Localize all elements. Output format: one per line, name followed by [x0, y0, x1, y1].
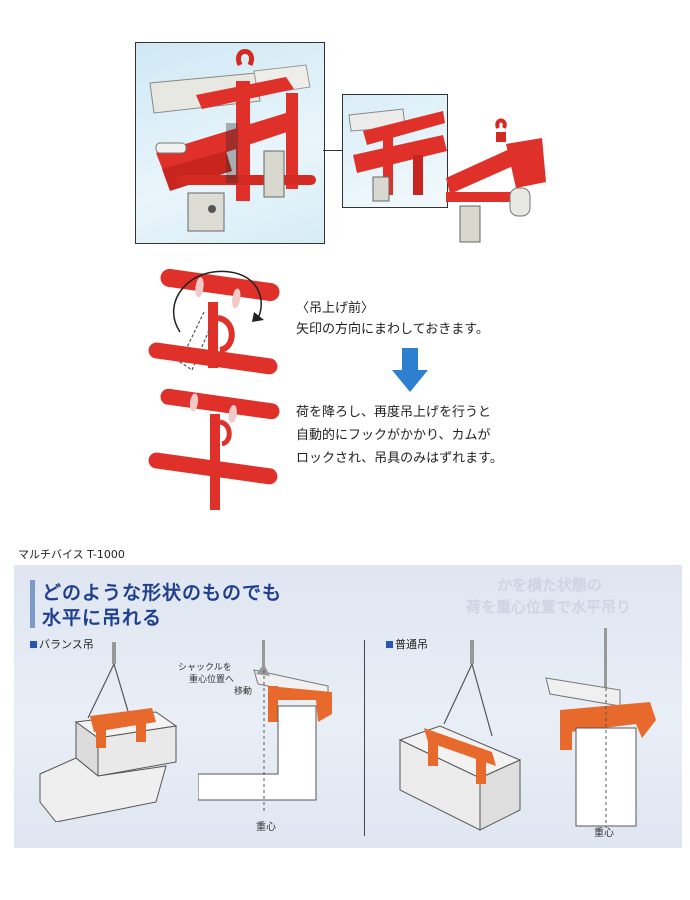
instruction-line-3: 自動的にフックがかかり、カムが	[296, 428, 491, 443]
normal-lift-illustration	[398, 640, 522, 831]
zoom-connector	[323, 150, 342, 151]
normal-label-text: 普通吊	[395, 638, 428, 651]
balance-cross-section	[198, 640, 332, 814]
normal-label: 普通吊	[386, 636, 428, 652]
balance-label-text: バランス吊	[39, 638, 94, 651]
square-bullet-icon	[386, 640, 393, 648]
hook-mechanism-diagram	[148, 268, 280, 510]
title-accent-bar	[30, 580, 35, 628]
series-label: マルチバイス T-1000	[18, 548, 125, 561]
shackle-note-2: 重心位置へ	[189, 675, 235, 685]
balance-lift-illustration	[39, 642, 178, 822]
clamp-illustration-main	[149, 49, 316, 232]
ghost-caption-1: かを横た状態の	[497, 576, 603, 594]
shackle-note-1: シャックルを	[178, 663, 232, 673]
instruction-line-4: ロックされ、吊具のみはずれます。	[296, 451, 503, 466]
section-divider	[364, 640, 365, 836]
normal-cog-label: 重心	[594, 828, 614, 839]
feature-title-line-1: どのような形状のものでも	[42, 582, 283, 604]
product-photo-main	[135, 42, 325, 244]
square-bullet-icon	[30, 640, 37, 648]
normal-cross-section	[545, 628, 656, 828]
instruction-line-2: 荷を降ろし、再度吊上げを行うと	[296, 405, 492, 420]
clamp-illustration-extension	[446, 118, 546, 243]
ghost-caption-2: 荷を重心位置で水平吊り	[466, 598, 632, 616]
product-photo-closeup	[342, 94, 448, 208]
balance-cog-label: 重心	[256, 822, 276, 833]
feature-title-line-2: 水平に吊れる	[42, 607, 163, 629]
instruction-line-1: 矢印の方向にまわしておきます。	[296, 322, 489, 337]
balance-label: バランス吊	[30, 636, 94, 652]
instruction-heading: 〈吊上げ前〉	[296, 301, 375, 316]
down-arrow-icon	[392, 348, 428, 392]
upper-rod	[160, 268, 280, 309]
shackle-note-3: 移動	[234, 687, 253, 697]
clamp-illustration-closeup	[348, 108, 447, 202]
